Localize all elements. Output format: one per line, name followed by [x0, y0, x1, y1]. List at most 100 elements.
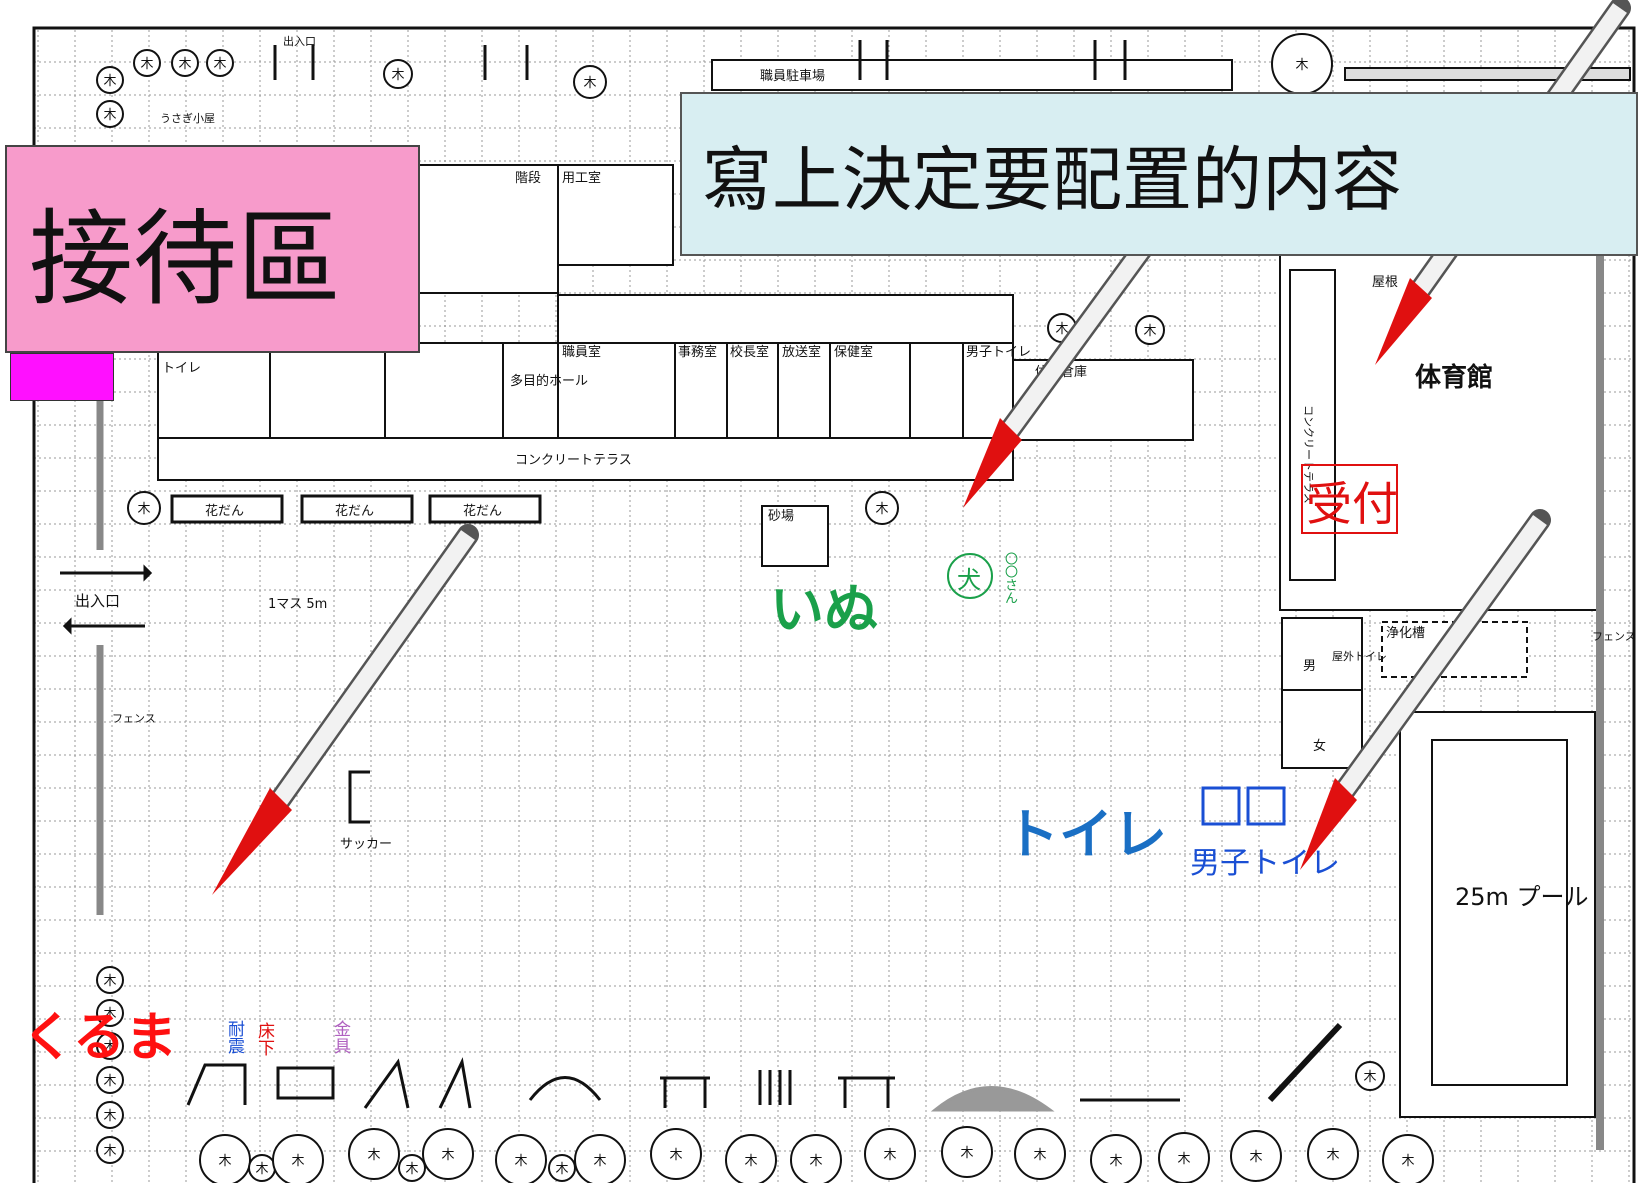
- tree-circle: [865, 491, 899, 525]
- tree-label: 木: [1326, 1148, 1339, 1163]
- label-flowerbed-1: 花だん: [205, 503, 244, 519]
- tree-label: 木: [367, 1148, 380, 1163]
- tree-circle: [398, 1154, 426, 1182]
- tree-icon: 木: [1135, 315, 1165, 345]
- tree-label: 木: [137, 502, 150, 517]
- toilet-box-2: [1246, 786, 1286, 826]
- label-grid-scale: 1マス 5m: [268, 597, 327, 612]
- tree-label: 木: [1249, 1150, 1262, 1165]
- label-soccer: サッカー: [340, 837, 392, 852]
- tree-label: 木: [103, 1144, 116, 1159]
- tree-circle: [127, 491, 161, 525]
- tree-icon: 木: [790, 1134, 842, 1183]
- tree-circle: [96, 1066, 124, 1094]
- label-gym: 体育館: [1415, 362, 1493, 393]
- tree-circle: [573, 65, 607, 99]
- tree-icon: 木: [864, 1128, 916, 1180]
- pen-3: [212, 524, 479, 895]
- tree-label: 木: [875, 502, 888, 517]
- tree-circle: [133, 49, 161, 77]
- tree-label: 木: [960, 1146, 973, 1161]
- tree-circle: [1307, 1128, 1359, 1180]
- tree-circle: [548, 1154, 576, 1182]
- tree-icon: 木: [574, 1134, 626, 1183]
- toilet-label: トイレ: [1005, 803, 1167, 866]
- tree-circle: [864, 1128, 916, 1180]
- mens-toilet-label: 男子トイレ: [1190, 846, 1340, 881]
- tree-icon: 木: [96, 1136, 124, 1164]
- tree-circle: [495, 1134, 547, 1183]
- label-outdoor-toilet: 屋外トイレ: [1332, 650, 1387, 663]
- map-border: [32, 26, 1636, 1183]
- label-broadcast: 放送室: [782, 344, 821, 360]
- tree-circle: [96, 100, 124, 128]
- label-toilet: トイレ: [162, 361, 201, 376]
- tree-icon: 木: [133, 49, 161, 77]
- tree-label: 木: [405, 1162, 418, 1177]
- tree-label: 木: [103, 108, 116, 123]
- tree-icon: 木: [1014, 1128, 1066, 1180]
- tree-label: 木: [1109, 1154, 1122, 1169]
- tree-icon: 木: [199, 1134, 251, 1183]
- tree-label: 木: [1143, 324, 1156, 339]
- tree-label: 木: [103, 1074, 116, 1089]
- flowerbeds: [170, 494, 542, 524]
- tree-label: 木: [1363, 1070, 1376, 1085]
- tree-label: 木: [218, 1154, 231, 1169]
- label-roof: 屋根: [1372, 275, 1398, 290]
- tree-circle: [199, 1134, 251, 1183]
- tree-icon: 木: [1158, 1132, 1210, 1183]
- tree-label: 木: [883, 1148, 896, 1163]
- tree-label: 木: [1401, 1154, 1414, 1169]
- tree-icon: 木: [1355, 1061, 1385, 1091]
- toilet-box-1: [1201, 786, 1241, 826]
- tree-icon: 木: [573, 65, 607, 99]
- label-entrance-left: 出入口: [75, 592, 120, 610]
- tree-label: 木: [140, 57, 153, 72]
- tree-icon: 木: [248, 1154, 276, 1182]
- tree-icon: 木: [1382, 1134, 1434, 1183]
- tree-label: 木: [255, 1162, 268, 1177]
- car-label: くるま: [22, 1008, 177, 1068]
- label-concrete-terrace: コンクリートテラス: [515, 453, 632, 468]
- tree-circle: [1355, 1061, 1385, 1091]
- tree-circle: [96, 1032, 124, 1060]
- tree-label: 木: [669, 1148, 682, 1163]
- tree-circle: [1090, 1134, 1142, 1183]
- reception-area-label: 接待區: [5, 145, 420, 353]
- tree-label: 木: [178, 57, 191, 72]
- tree-icon: 木: [96, 999, 124, 1027]
- label-staff-room: 用工室: [562, 170, 601, 186]
- tree-icon: 木: [1230, 1130, 1282, 1182]
- tree-label: 木: [1055, 322, 1068, 337]
- tree-label: 木: [103, 1040, 116, 1055]
- tree-circle: [206, 49, 234, 77]
- tree-label: 木: [1033, 1148, 1046, 1163]
- dog-circle-icon: [947, 553, 993, 599]
- tree-icon: 木: [1271, 33, 1333, 95]
- label-parking: 職員駐車場: [760, 69, 825, 84]
- label-principal: 校長室: [730, 344, 769, 360]
- reception-color-tab: [10, 353, 114, 401]
- tree-circle: [790, 1134, 842, 1183]
- pen-4: [1300, 509, 1551, 870]
- sandbox: [761, 505, 829, 567]
- tree-icon: 木: [96, 1066, 124, 1094]
- label-fence-left: フェンス: [112, 712, 156, 725]
- tree-circle: [96, 1136, 124, 1164]
- tree-icon: 木: [398, 1154, 426, 1182]
- tree-circle: [574, 1134, 626, 1183]
- quake-resistant-label: 耐震: [224, 1020, 244, 1054]
- playground-equipment: [186, 1022, 1343, 1112]
- label-office: 事務室: [678, 344, 717, 360]
- tree-circle: [1230, 1130, 1282, 1182]
- pool: [1399, 711, 1596, 1118]
- tree-circle: [272, 1134, 324, 1183]
- reception-area-text: 接待區: [29, 197, 342, 320]
- tree-label: 木: [514, 1154, 527, 1169]
- tree-circle: [1014, 1128, 1066, 1180]
- dog-symbol: 犬: [957, 566, 981, 594]
- label-multipurpose-hall: 多目的ホール: [510, 373, 588, 389]
- tree-label: 木: [103, 974, 116, 989]
- instruction-text: 寫上決定要配置的内容: [702, 138, 1402, 221]
